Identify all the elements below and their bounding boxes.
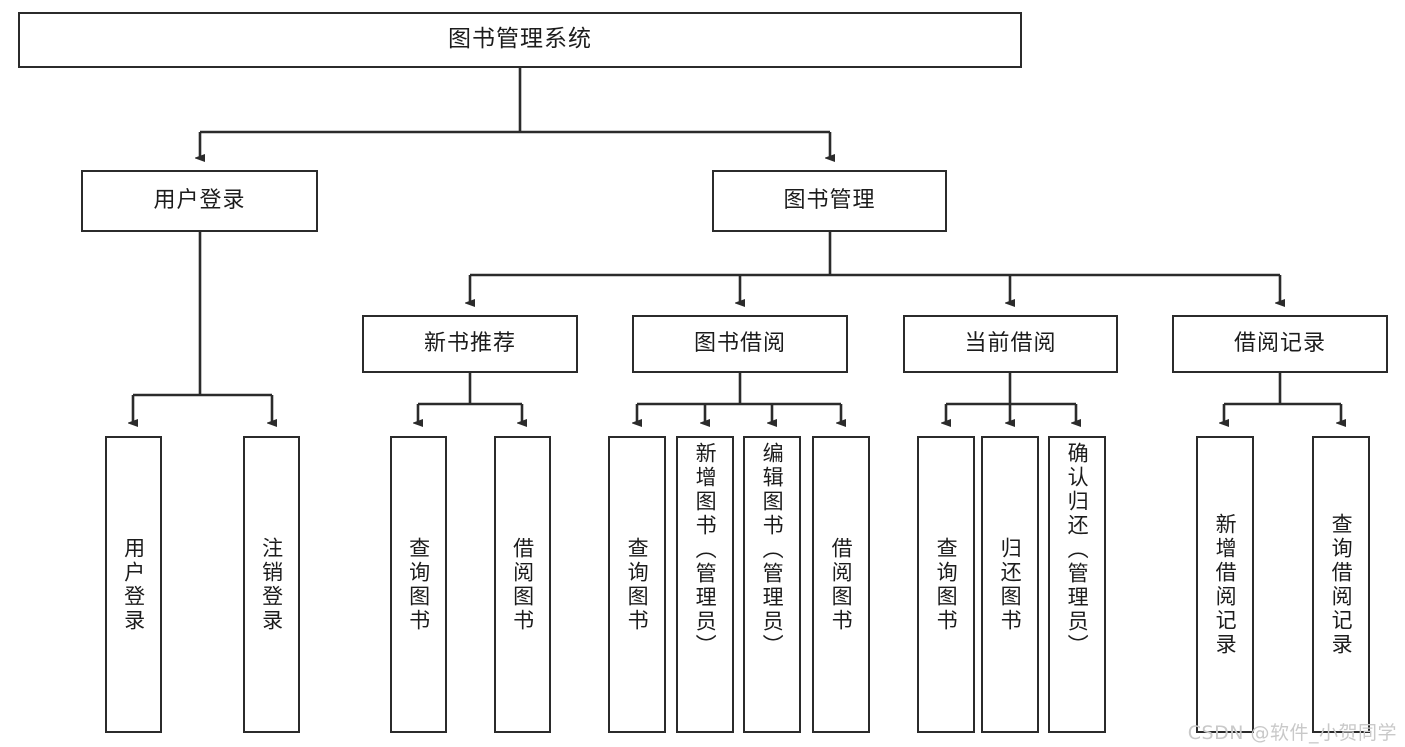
leaf-user-login-logout[interactable]: 注销登录 [243,436,300,733]
node-new-book-recommend-label: 新书推荐 [423,330,516,356]
node-book-borrow-label: 图书借阅 [693,330,786,356]
leaf-label: 注销登录 [259,536,284,633]
leaf-borrow-edit-book-admin[interactable]: 编辑图书（管理员） [743,436,801,733]
leaf-borrow-query-book[interactable]: 查询图书 [608,436,666,733]
node-book-borrow[interactable]: 图书借阅 [632,315,848,373]
leaf-label: 归还图书 [998,536,1023,633]
leaf-label: 确认归还（管理员） [1065,442,1090,658]
leaf-current-query-book[interactable]: 查询图书 [917,436,975,733]
leaf-label: 借阅图书 [829,536,854,633]
node-root[interactable]: 图书管理系统 [18,12,1022,68]
node-new-book-recommend[interactable]: 新书推荐 [362,315,578,373]
leaf-label: 借阅图书 [510,536,535,633]
leaf-label: 查询借阅记录 [1329,512,1354,657]
leaf-new-book-query[interactable]: 查询图书 [390,436,447,733]
leaf-user-login-login[interactable]: 用户登录 [105,436,162,733]
node-borrow-record[interactable]: 借阅记录 [1172,315,1388,373]
leaf-record-add-record[interactable]: 新增借阅记录 [1196,436,1254,733]
leaf-borrow-add-book-admin[interactable]: 新增图书（管理员） [676,436,734,733]
leaf-label: 查询图书 [934,536,959,633]
node-borrow-record-label: 借阅记录 [1233,330,1326,356]
node-book-management[interactable]: 图书管理 [712,170,947,232]
leaf-current-confirm-return-admin[interactable]: 确认归还（管理员） [1048,436,1106,733]
leaf-label: 新增图书（管理员） [693,442,718,658]
leaf-label: 查询图书 [406,536,431,633]
leaf-borrow-borrow-book[interactable]: 借阅图书 [812,436,870,733]
node-root-label: 图书管理系统 [448,26,592,53]
leaf-record-query-record[interactable]: 查询借阅记录 [1312,436,1370,733]
leaf-label: 用户登录 [121,536,146,633]
leaf-label: 查询图书 [625,536,650,633]
leaf-new-book-borrow[interactable]: 借阅图书 [494,436,551,733]
node-book-management-label: 图书管理 [783,187,876,213]
node-current-borrow-label: 当前借阅 [964,330,1057,356]
leaf-label: 编辑图书（管理员） [760,442,785,658]
node-user-login-label: 用户登录 [153,187,246,213]
node-user-login[interactable]: 用户登录 [81,170,318,232]
node-current-borrow[interactable]: 当前借阅 [903,315,1118,373]
leaf-current-return-book[interactable]: 归还图书 [981,436,1039,733]
leaf-label: 新增借阅记录 [1213,512,1238,657]
